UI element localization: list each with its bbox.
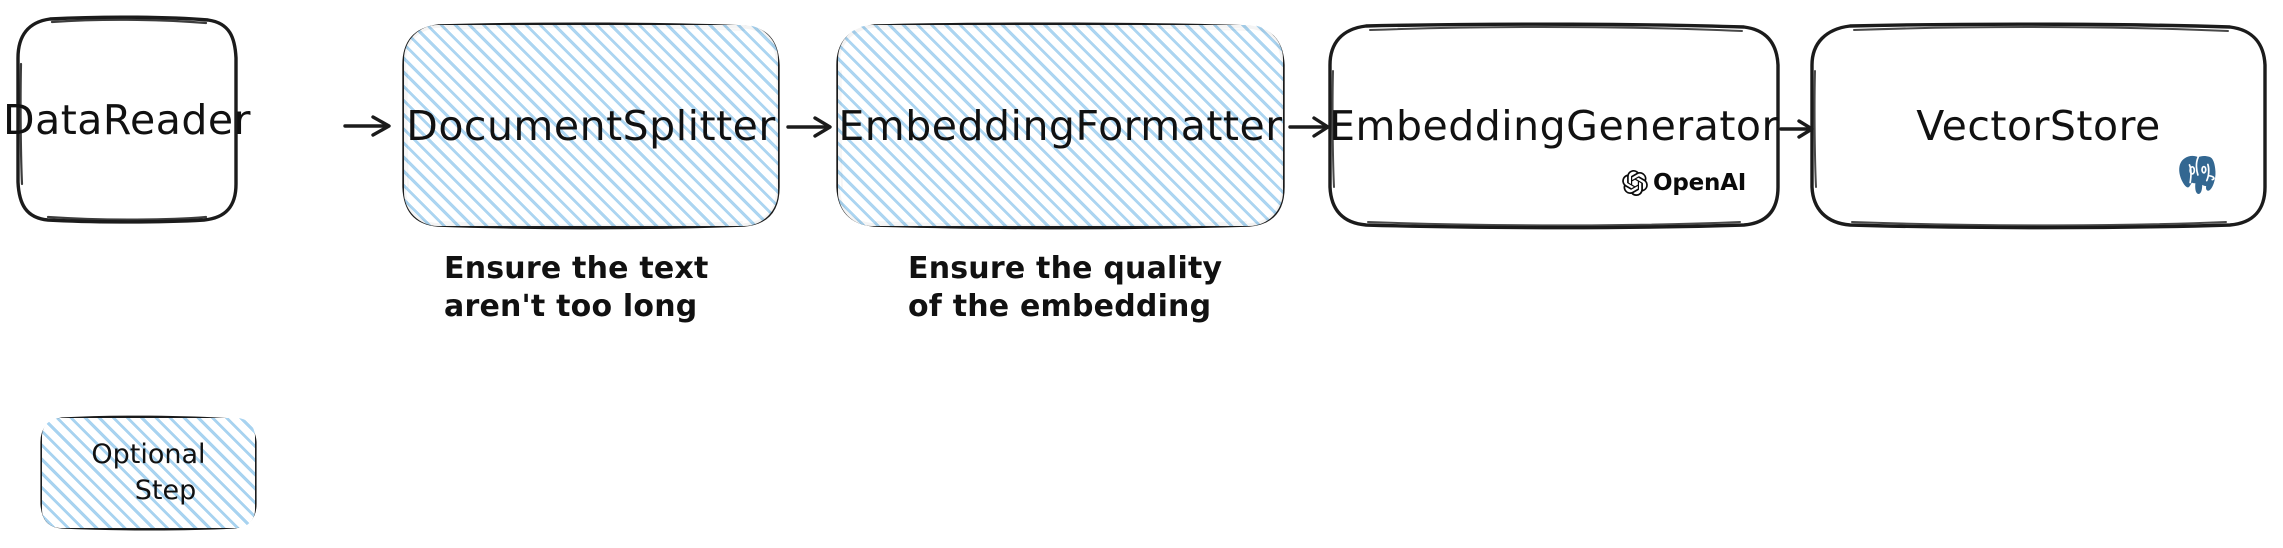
node-embedding-formatter[interactable]: EmbeddingFormatter	[836, 22, 1285, 230]
openai-badge: OpenAI	[1622, 170, 1746, 196]
legend-line-1: Optional	[91, 438, 206, 470]
node-data-reader[interactable]: DataReader	[3, 15, 251, 224]
node-document-splitter[interactable]: DocumentSplitter	[402, 22, 780, 230]
legend-line-2: Step	[134, 475, 197, 506]
arrow-embedding-generator-to-vector-store	[1779, 119, 1814, 139]
caption-document-splitter: Ensure the text aren't too long	[444, 251, 709, 325]
node-label: EmbeddingGenerator	[1329, 101, 1779, 150]
postgresql-elephant-icon	[2176, 153, 2218, 197]
optional-step-legend: Optional Step	[40, 415, 257, 531]
node-label: VectorStore	[1916, 101, 2161, 150]
postgresql-badge	[2172, 148, 2231, 202]
arrow-data-reader-to-document-splitter	[343, 115, 391, 137]
node-label: EmbeddingFormatter	[838, 101, 1283, 150]
caption-embedding-formatter: Ensure the quality of the embedding	[908, 251, 1223, 325]
openai-icon	[1622, 170, 1648, 196]
arrow-document-splitter-to-embedding-formatter	[786, 116, 832, 138]
node-label: DataReader	[3, 96, 251, 144]
node-label: DocumentSplitter	[406, 101, 776, 150]
arrow-embedding-formatter-to-embedding-generator	[1288, 116, 1330, 138]
openai-label: OpenAI	[1653, 170, 1747, 196]
